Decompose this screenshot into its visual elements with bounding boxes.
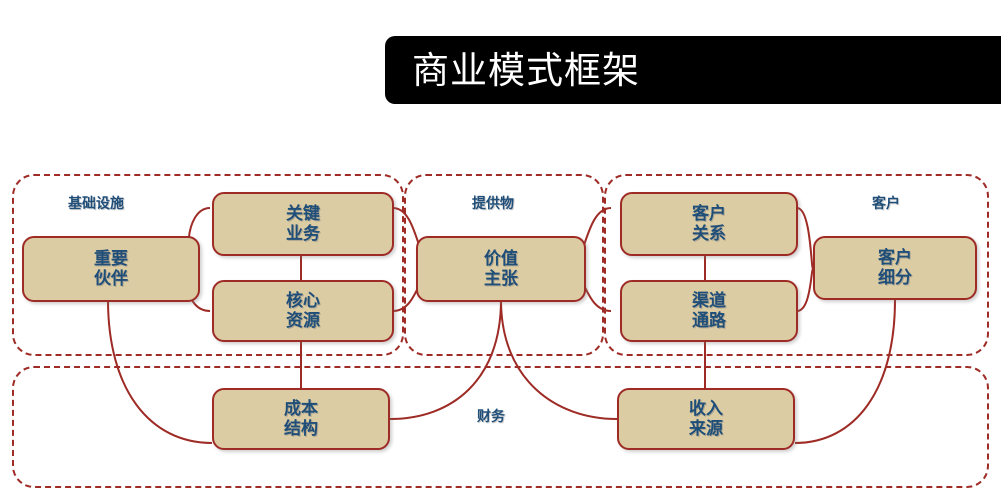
block-channels[interactable]: 渠道 通路 — [620, 280, 798, 342]
title-banner: 商业模式框架 — [385, 36, 1001, 104]
block-key-partners[interactable]: 重要 伙伴 — [22, 236, 200, 302]
block-key-activities-line2: 业务 — [286, 224, 320, 244]
group-label-finance: 财务 — [477, 409, 505, 425]
block-channels-line1: 渠道 — [692, 290, 726, 311]
group-customer — [604, 174, 989, 356]
page-title: 商业模式框架 — [412, 48, 640, 92]
block-revenue-streams-line1: 收入 — [689, 398, 723, 419]
block-key-resources-line1: 核心 — [286, 290, 320, 311]
block-value-proposition-line1: 价值 — [484, 248, 518, 269]
block-customer-relationships[interactable]: 客户 关系 — [620, 192, 798, 256]
block-revenue-streams[interactable]: 收入 来源 — [617, 388, 795, 450]
block-value-proposition-line2: 主张 — [484, 269, 518, 289]
block-customer-relationships-line1: 客户 — [692, 203, 726, 224]
group-label-customer: 客户 — [872, 196, 900, 212]
block-cost-structure[interactable]: 成本 结构 — [212, 388, 390, 450]
block-key-partners-line2: 伙伴 — [94, 269, 128, 289]
group-offering — [404, 174, 604, 356]
block-key-resources[interactable]: 核心 资源 — [212, 280, 394, 342]
group-label-infrastructure: 基础设施 — [68, 196, 124, 212]
block-customer-segments[interactable]: 客户 细分 — [813, 236, 977, 300]
block-key-resources-line2: 资源 — [286, 311, 320, 331]
block-key-activities[interactable]: 关键 业务 — [212, 192, 394, 256]
block-key-partners-line1: 重要 — [94, 248, 128, 269]
group-finance — [12, 366, 989, 488]
group-label-offering: 提供物 — [472, 196, 514, 212]
block-cost-structure-line2: 结构 — [284, 419, 318, 439]
block-cost-structure-line1: 成本 — [284, 398, 318, 419]
group-infrastructure — [12, 174, 404, 356]
block-customer-segments-line2: 细分 — [878, 268, 912, 288]
block-customer-relationships-line2: 关系 — [692, 224, 726, 244]
block-value-proposition[interactable]: 价值 主张 — [416, 236, 586, 302]
block-channels-line2: 通路 — [692, 311, 726, 331]
block-key-activities-line1: 关键 — [286, 203, 320, 224]
block-customer-segments-line1: 客户 — [878, 247, 912, 268]
block-revenue-streams-line2: 来源 — [689, 419, 723, 439]
